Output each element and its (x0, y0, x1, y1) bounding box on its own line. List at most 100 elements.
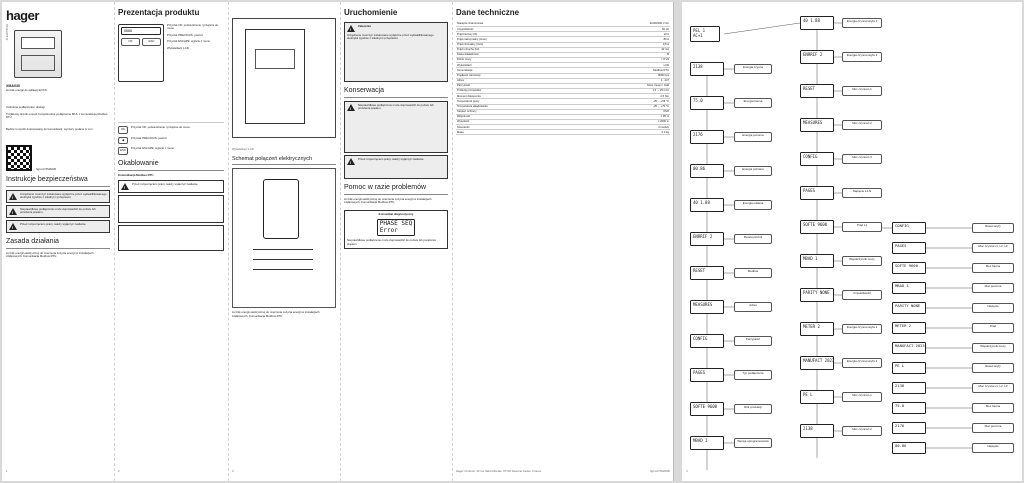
tech-heading: Dane techniczne (456, 8, 520, 17)
menu-box: Moc bierna (972, 263, 1014, 273)
menu-box: Moc czynna L1, L2, L3 (972, 383, 1014, 393)
safety-item: Nieprawidłowe podłączenie może doprowadz… (6, 204, 110, 218)
product-title: Licznik energii do aplikacji EVCS (6, 87, 47, 92)
menu-lcd: 2138 (800, 424, 834, 438)
menu-connectors (706, 22, 972, 470)
menu-lcd: MANUFACT 2023 (800, 356, 834, 370)
tech-value: 1...247 (579, 78, 670, 84)
dimension-diagram (232, 18, 336, 138)
menu-box: Energia pobrana (734, 166, 772, 176)
menu-lcd: MANUFACT 2023 (892, 342, 926, 354)
menu-lcd: PARITY NONE (800, 288, 834, 302)
tech-value: 50 Hz (579, 26, 670, 33)
tech-param: Szerokość (456, 124, 580, 131)
menu-lcd: CONFIG (690, 334, 724, 348)
tech-param: Wyświetlacz (456, 62, 580, 69)
connector-line (723, 22, 801, 35)
menu-lcd: CONFIG (800, 152, 834, 166)
principle-heading: Zasada działania (6, 238, 110, 249)
menu-box: Reset taryfy (972, 363, 1014, 373)
page-number: 3 (232, 469, 234, 473)
device-lcd: 8888 (121, 27, 161, 36)
tech-value: < 8 VA (579, 57, 670, 64)
wiring-note-block (118, 195, 224, 224)
wiring-subheading: Komunikacja Modbus RTU (118, 172, 154, 177)
tech-row: Prąd rozruchu (Ist)40 mA (456, 47, 670, 53)
menu-box: Reset taryfy (972, 223, 1014, 233)
tech-row: Temperatura składowania-25 ... +70 °C (456, 104, 670, 110)
tech-param: Klasa dokładności (456, 52, 580, 59)
product-image (14, 30, 62, 79)
menu-lcd: CONFIG (892, 222, 926, 234)
menu-lcd: PE L (800, 390, 834, 404)
tech-value: 0,3 kg (579, 129, 670, 136)
tech-row: Prąd maksymalny (Imax)80 A (456, 36, 670, 43)
tech-param: Masa (456, 129, 580, 136)
tech-value: None / Even / Odd (579, 83, 670, 90)
tech-param: Temperatura pracy (456, 98, 580, 105)
menu-lcd: MEASURES (800, 118, 834, 132)
diagnostic-box: Komunikat diagnostyczny PHASE SEQ Error … (344, 210, 448, 250)
menu-lcd: PARITY NONE (892, 302, 926, 314)
principle-text: Licznik energii elektrycznej do mierzeni… (6, 250, 94, 259)
tech-row: Wilgotność≤ 95 % (456, 114, 670, 120)
tech-value: -25 ... +55 °C (579, 98, 670, 105)
intro-line: Będzie to wyrób dostosowany do komunikac… (6, 126, 94, 131)
menu-box: Energia czynna (734, 64, 772, 74)
menu-box: Moc pozorna (972, 423, 1014, 433)
page-number: 2 (118, 469, 120, 473)
menu-lcd: MEASURES (690, 300, 724, 314)
warning-icon (9, 192, 17, 200)
column-intro: hager 6LE007951A XMA030 Licznik energii … (5, 8, 110, 473)
instruction-sheet-front: hager 6LE007951A XMA030 Licznik energii … (2, 2, 674, 481)
warning-icon (347, 103, 355, 111)
tech-row: Wysokość≤ 2000 m (456, 119, 670, 126)
menu-box: Prąd L1 (842, 222, 882, 232)
safety-item: Urządzenie musi być instalowane wyłączni… (6, 189, 110, 203)
menu-box: Napięcie (972, 443, 1014, 453)
tech-value: 10 A (579, 31, 670, 38)
menu-box: Napięcie L1-N (842, 188, 882, 198)
tech-value: LCD (579, 62, 670, 69)
menu-box: Energia czynna taryfa 2 (842, 52, 882, 62)
menu-box: Parzystość (734, 336, 772, 346)
intro-line: Instrukcja podłączenia i obsługi (6, 105, 45, 110)
menu-lcd: MBAD 1 (892, 282, 926, 294)
menu-box: Energia oddana (734, 200, 772, 210)
tech-row: Temperatura pracy-25 ... +55 °C (456, 98, 670, 105)
tech-param: Prąd rozruchu (Ist) (456, 47, 580, 53)
footer-address: Hager Controls, 33 rue Saint-Nicolas, 67… (456, 469, 542, 473)
warning-icon (9, 222, 17, 230)
menu-lcd: SOFTE 9600 (892, 262, 926, 274)
menu-lcd: RESET (690, 266, 724, 280)
ok-button-diagram: OK (121, 38, 140, 46)
menu-box: Rok produkcji (734, 404, 772, 414)
menu-lcd: 00.86 (892, 442, 926, 454)
maintenance-warning-box: Przed rozpoczęciem pracy należy wyłączyć… (344, 154, 448, 179)
ok-key-icon: OK (118, 126, 128, 134)
menu-box: Adres (734, 302, 772, 312)
menu-box: Moc czynna L1 (842, 392, 882, 402)
maintenance-warning-box: Nieprawidłowe podłączenie może doprowadz… (344, 100, 448, 153)
tech-param: Przekrój przewodów (456, 88, 580, 95)
menu-box: Napięcie (972, 303, 1014, 313)
tech-value: 3x230/400 V AC (579, 22, 670, 28)
tech-param: Temperatura składowania (456, 104, 580, 110)
doc-code: 6LE007951A (5, 24, 9, 41)
menu-box: Moc czynna L2 (842, 426, 882, 436)
page-number: 4 (686, 469, 688, 473)
tech-param: Adres (456, 78, 580, 84)
menu-box: Częstotliwość (842, 290, 882, 300)
intro-line: Trójfazowy licznik energii, bezpośrednie… (6, 111, 108, 120)
